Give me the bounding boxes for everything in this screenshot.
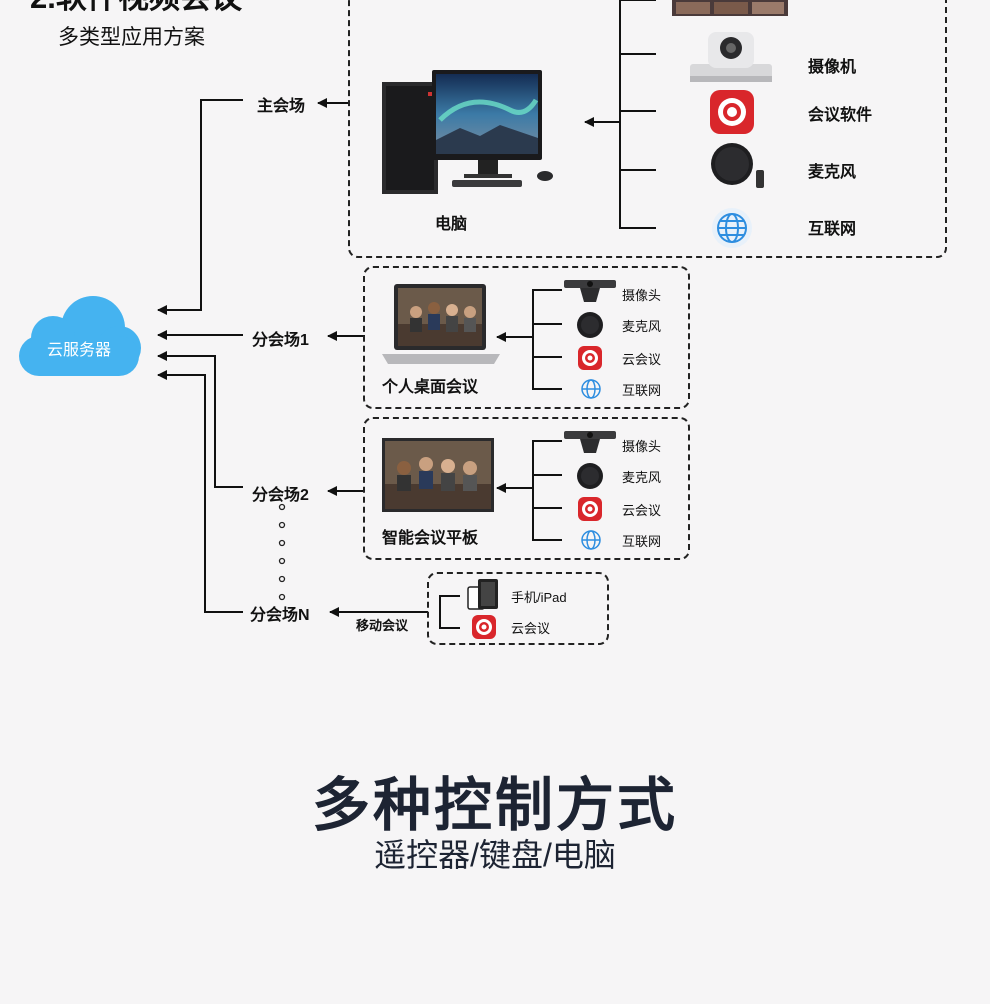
microphone-icon: [576, 311, 604, 339]
section-title: 2.软件视频会议: [30, 0, 242, 13]
branchN-box: [427, 572, 609, 645]
laptop-icon: [382, 284, 500, 366]
webcam-icon: [562, 278, 618, 304]
branch2-camera-label: 摄像头: [622, 439, 662, 454]
microphone-icon: [576, 462, 604, 490]
main-site-box: [348, 0, 947, 258]
branch2-internet-label: 互联网: [622, 534, 662, 549]
computer-icon: [380, 70, 560, 195]
cloud-meeting-icon: [578, 497, 602, 521]
branch1-cloud-label: 云会议: [622, 352, 662, 367]
section-subtitle: 多类型应用方案: [58, 26, 205, 49]
branch1-device-label: 个人桌面会议: [382, 379, 479, 396]
main-peripheral-camera-label: 摄像机: [808, 59, 857, 76]
branchN-mobile-label: 手机/iPad: [511, 590, 567, 605]
branch2-box: [363, 417, 690, 560]
branch1-internet-label: 互联网: [622, 383, 662, 398]
globe-icon: [579, 528, 603, 552]
branchN-cloud-label: 云会议: [511, 621, 551, 636]
cloud-meeting-icon: [578, 346, 602, 370]
screen-strip-icon: [672, 0, 788, 16]
conference-software-icon: [710, 90, 754, 134]
main-device-label: 电脑: [435, 216, 468, 233]
main-peripheral-mic-label: 麦克风: [808, 164, 857, 181]
branch1-mic-label: 麦克风: [622, 319, 662, 334]
branchN-device-label: 移动会议: [356, 618, 409, 633]
footer-title: 多种控制方式: [311, 773, 678, 838]
branch2-device-label: 智能会议平板: [382, 530, 479, 547]
footer-subtitle: 遥控器/键盘/电脑: [374, 837, 616, 873]
microphone-icon: [710, 142, 768, 190]
globe-icon: [711, 207, 753, 249]
branch2-label: 分会场2: [252, 487, 309, 504]
main-site-label: 主会场: [257, 98, 306, 115]
ptz-camera-icon: [688, 24, 774, 84]
globe-icon: [579, 377, 603, 401]
webcam-icon: [562, 429, 618, 455]
cloud-icon: [19, 296, 141, 376]
main-peripheral-software-label: 会议软件: [808, 107, 873, 124]
branch1-box: [363, 266, 690, 409]
smart-board-icon: [382, 438, 494, 512]
cloud-meeting-icon: [472, 615, 496, 639]
branchN-label: 分会场N: [250, 607, 310, 624]
branch1-camera-label: 摄像头: [622, 288, 662, 303]
branch2-mic-label: 麦克风: [622, 470, 662, 485]
branch2-cloud-label: 云会议: [622, 503, 662, 518]
phone-tablet-icon: [466, 577, 500, 611]
branch1-label: 分会场1: [252, 332, 309, 349]
cloud-label: 云服务器: [46, 342, 111, 359]
cloud-server: 云服务器: [15, 296, 143, 378]
main-peripheral-internet-label: 互联网: [808, 221, 857, 238]
